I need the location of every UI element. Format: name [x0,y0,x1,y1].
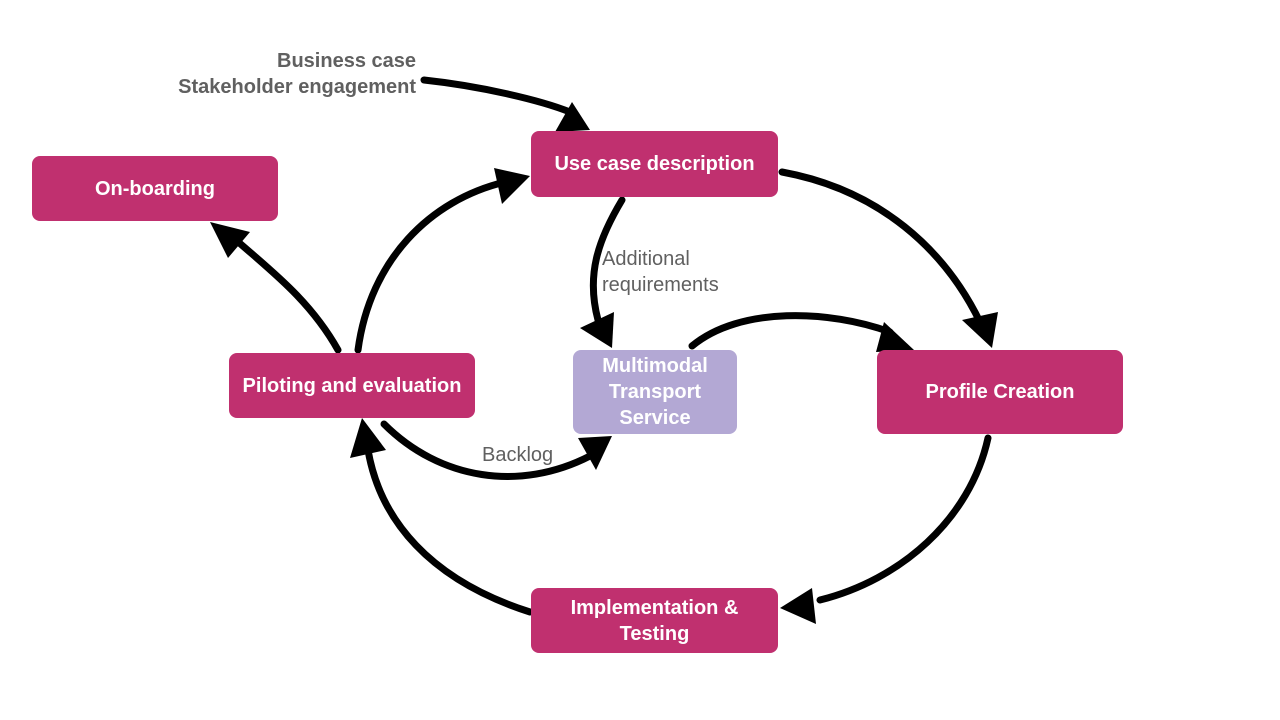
arrow-use-case-to-mts [589,196,626,324]
arrowhead-piloting-to-mts [578,436,612,470]
node-piloting-and-evaluation: Piloting and evaluation [229,353,475,418]
arrowhead-piloting-to-onboarding [210,222,250,258]
arrowhead-use-case-to-mts [580,312,614,348]
arrow-mts-to-profile [688,312,894,350]
arrow-piloting-to-use-case [354,178,509,354]
arrowhead-implementation-to-piloting [350,418,386,458]
node-use-case-description: Use case description [531,131,778,197]
arrowhead-piloting-to-use-case [494,168,530,204]
node-onboarding: On-boarding [32,156,278,221]
additional-requirements-label: Additional requirements [602,248,719,296]
node-profile-creation: Profile Creation [877,350,1123,434]
arrowhead-mts-to-profile [876,322,914,352]
arrow-piloting-to-mts [380,420,594,480]
arrow-profile-to-implementation [816,434,992,604]
arrow-piloting-to-onboarding [232,236,342,354]
arrowhead-profile-to-implementation [780,588,816,624]
arrowhead-inputs-to-use-case [555,102,590,132]
arrow-inputs-to-use-case [420,76,574,116]
arrowhead-use-case-to-profile [962,312,998,348]
backlog-label: Backlog [482,444,554,466]
node-multimodal-transport-service: Multimodal Transport Service [573,350,737,434]
arrow-implementation-to-piloting [364,446,534,616]
arrow-use-case-to-profile [778,168,984,326]
inputs-label: Business case Stakeholder engagement [178,50,416,98]
node-implementation-and-testing: Implementation & Testing [531,588,778,653]
